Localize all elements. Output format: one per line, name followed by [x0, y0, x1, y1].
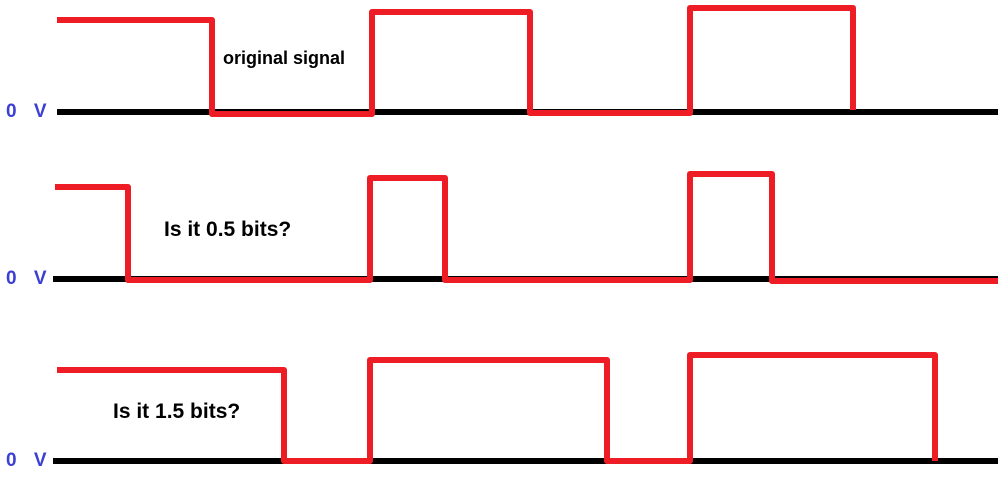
row-label-one-and-half-bit: Is it 1.5 bits? — [113, 400, 241, 423]
zero-volt-label-1: 0 V — [6, 101, 53, 122]
zero-volt-label-2: 0 V — [6, 268, 53, 289]
zero-volt-label-3: 0 V — [6, 450, 53, 471]
row-label-original: original signal — [223, 48, 346, 68]
one-and-half-bit-waveform — [57, 352, 938, 464]
row-label-half-bit: Is it 0.5 bits? — [164, 218, 292, 241]
original-signal-waveform — [57, 5, 856, 117]
half-bit-waveform — [55, 171, 998, 284]
